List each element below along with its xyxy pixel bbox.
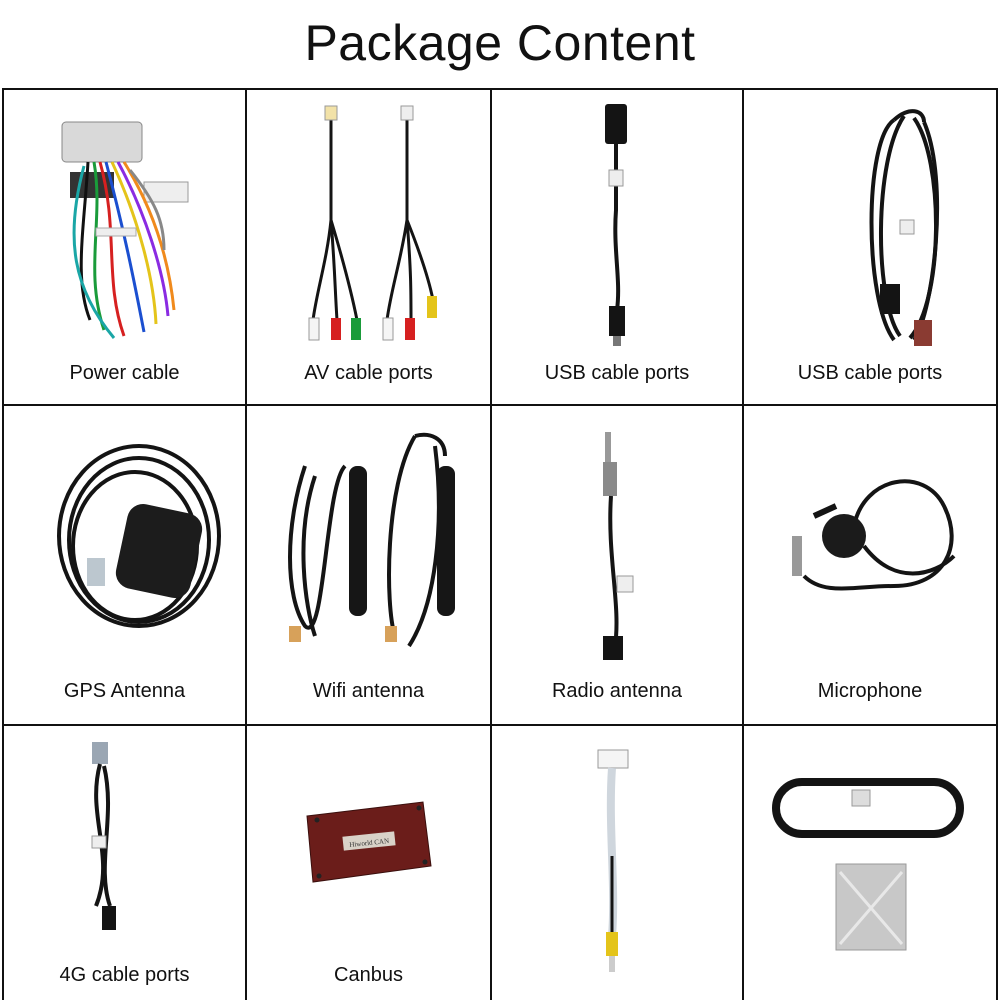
item-gps-antenna: GPS Antenna xyxy=(4,406,245,724)
item-label: USB cable ports xyxy=(797,362,943,384)
canbus-box-icon: Hiworld CAN xyxy=(306,801,432,883)
item-label: GPS Antenna xyxy=(63,680,186,702)
usb-extension-icon xyxy=(869,109,940,346)
grid-line xyxy=(2,88,998,90)
item-usb-extension: USB cable ports xyxy=(744,90,996,404)
grid-line xyxy=(996,88,998,1000)
grid-line xyxy=(490,88,492,1000)
power-harness-icon xyxy=(61,121,189,339)
rca-cable-icon xyxy=(597,749,629,972)
trim-frame-icon xyxy=(772,778,964,951)
item-label: Microphone xyxy=(817,680,923,702)
item-label: USB cable ports xyxy=(544,362,690,384)
item-microphone: Microphone xyxy=(744,406,996,724)
page-title: Package Content xyxy=(304,15,696,71)
package-grid: Power cable AV cable ports xyxy=(2,88,998,1000)
microphone-icon xyxy=(792,479,956,591)
item-label: 4G cable ports xyxy=(59,964,190,986)
item-av-cable: AV cable ports xyxy=(247,90,490,404)
grid-line xyxy=(245,88,247,1000)
gps-antenna-icon xyxy=(57,444,221,628)
item-label: Wifi antenna xyxy=(312,680,425,702)
item-radio-antenna: Radio antenna xyxy=(492,406,742,724)
grid-line xyxy=(2,404,998,406)
av-cable-icon xyxy=(308,105,437,341)
item-trim-frame xyxy=(744,726,996,1000)
item-power-cable: Power cable xyxy=(4,90,245,404)
item-4g-cable: 4G cable ports xyxy=(4,726,245,1000)
grid-line xyxy=(742,88,744,1000)
4g-cable-icon xyxy=(91,742,116,930)
item-usb-cable: USB cable ports xyxy=(492,90,742,404)
item-rca-cable xyxy=(492,726,742,1000)
item-label: Radio antenna xyxy=(551,680,683,702)
item-label: Canbus xyxy=(334,964,403,986)
item-label: AV cable ports xyxy=(304,362,433,384)
item-wifi-antenna: Wifi antenna xyxy=(247,406,490,724)
grid-line xyxy=(2,724,998,726)
grid-line xyxy=(2,88,4,1000)
usb-cable-icon xyxy=(605,104,627,346)
radio-antenna-icon xyxy=(603,432,634,660)
wifi-antenna-icon xyxy=(288,432,455,648)
item-label: Power cable xyxy=(69,362,180,384)
item-canbus: Hiworld CAN Canbus xyxy=(247,726,490,1000)
